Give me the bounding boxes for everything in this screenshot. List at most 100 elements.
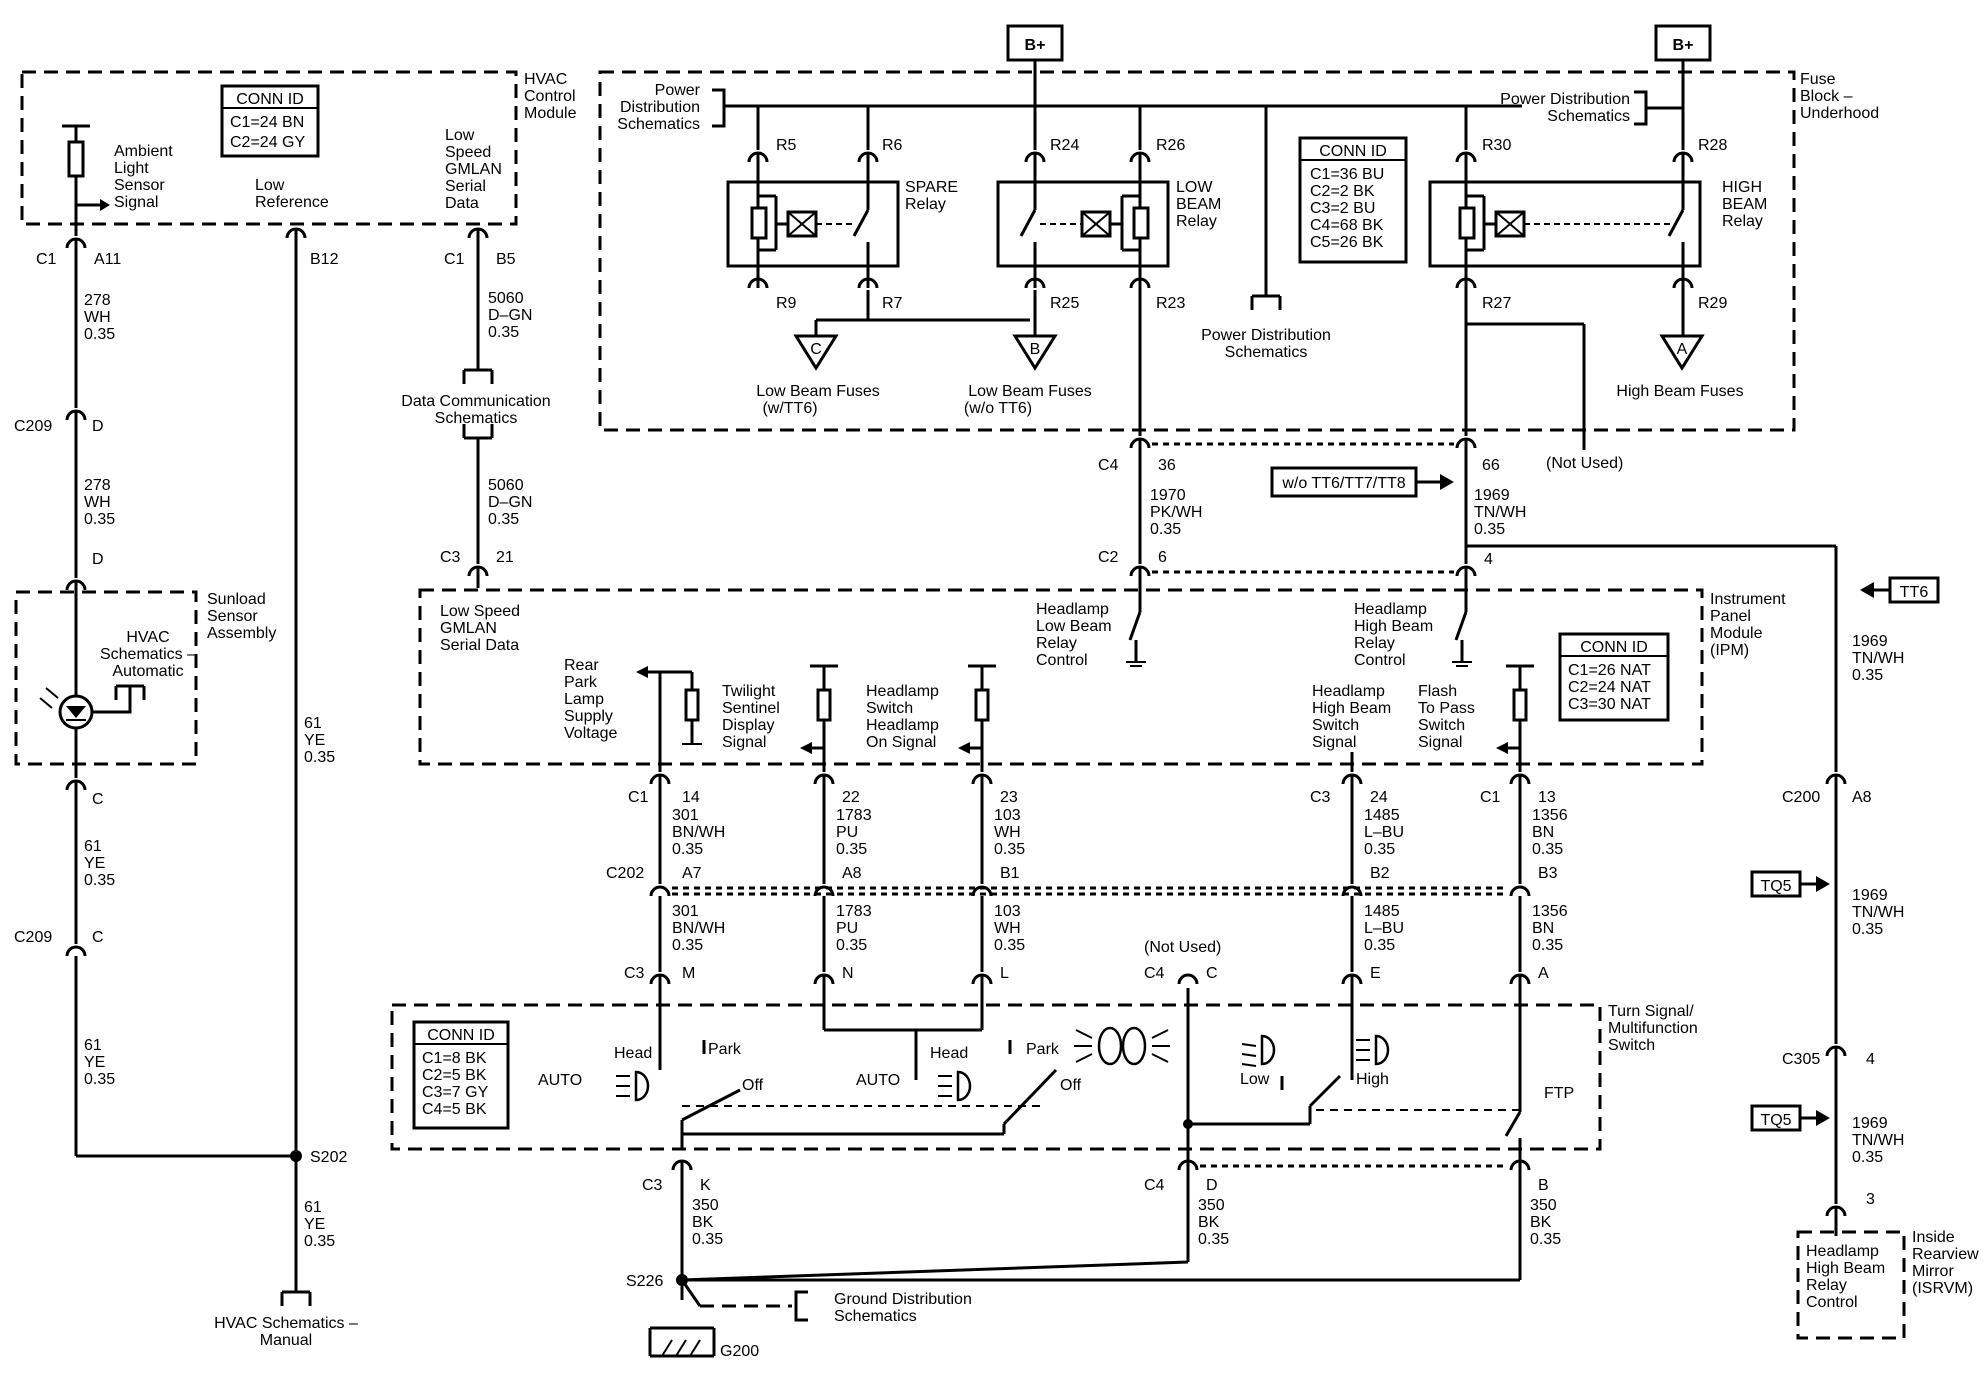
diagram-label: YE [84,855,105,872]
diagram-label: R27 [1482,295,1511,312]
diagram-label: L [1000,965,1009,982]
diagram-label: TQ5 [1760,878,1791,895]
diagram-label: Control [1036,652,1088,669]
diagram-label: C200 [1782,789,1820,806]
ipm-conn-id: CONN ID C1=26 NAT C2=24 NAT C3=30 NAT [1558,632,1670,722]
not-used-label-2: (Not Used) [1144,939,1221,956]
diagram-label: 0.35 [488,324,519,341]
diagram-label: R24 [1050,137,1079,154]
diagram-label: 1783 [836,903,872,920]
diagram-label: B [1538,1177,1549,1194]
diagram-label: 0.35 [836,937,867,954]
diagram-label: High [1356,1071,1389,1088]
diagram-label: BN [1532,824,1554,841]
diagram-label: C4 [1144,965,1165,982]
diagram-label: N [842,965,854,982]
diagram-label: Data [445,195,479,212]
diagram-label: C1=26 NAT [1568,662,1651,679]
diagram-label: HVAC [126,629,169,646]
diagram-label: S202 [310,1149,347,1166]
diagram-label: Power [655,82,701,99]
wire-5060-column [462,227,494,588]
diagram-label: 0.35 [84,511,115,528]
fuse-a-triangle: A [1659,334,1705,371]
diagram-label: C [92,791,104,808]
rear-park-label: Rear Park Lamp Supply Voltage [564,657,617,742]
diagram-label: BK [1530,1214,1552,1231]
diagram-label: 1970 [1150,487,1186,504]
ipm-twilight-circuit [800,664,838,772]
diagram-label: To Pass [1418,700,1475,717]
diagram-label: 1969 [1852,887,1888,904]
diagram-label: 0.35 [84,326,115,343]
diagram-label: C [1206,965,1218,982]
diagram-label: Relay [905,196,946,213]
fuse-c-triangle: C [793,334,839,371]
diagram-label: Low [255,177,285,194]
diagram-label: A [1538,965,1549,982]
diagram-label: GMLAN [440,620,497,637]
diagram-label: C [92,929,104,946]
diagram-label: High Beam [1312,700,1391,717]
hl-high-switch-label: Headlamp High Beam Switch Signal [1312,683,1391,751]
diagram-label: 1485 [1364,807,1400,824]
ipm-gmlan-label: Low Speed GMLAN Serial Data [440,603,520,654]
diagram-label: PU [836,824,858,841]
wire-5060-label-2: 5060 D–GN 0.35 [488,477,532,528]
diagram-label: A8 [842,865,862,882]
diagram-label: TN/WH [1852,1132,1904,1149]
diagram-label: Schematics [1225,344,1308,361]
diagram-label: Switch [1312,717,1359,734]
diagram-label: 0.35 [304,1233,335,1250]
data-comm-label: Data Communication Schematics [401,393,550,427]
high-beam-relay-label: HIGH BEAM Relay [1722,179,1767,230]
fuse-block-label: Fuse Block – Underhood [1800,71,1879,122]
diagram-label: C4=5 BK [422,1101,487,1118]
high-beam-fuses-label: High Beam Fuses [1616,383,1743,400]
diagram-label: YE [304,1216,325,1233]
low-reference-label: Low Reference [255,177,329,211]
diagram-label: C2=24 GY [230,134,305,151]
spare-relay-label: SPARE Relay [905,179,958,213]
wire-103-label-2: 103 WH 0.35 [994,903,1025,954]
diagram-label: 1969 [1852,1115,1888,1132]
diagram-label: Schematics [1547,108,1630,125]
diagram-label: R6 [882,137,903,154]
diagram-label: 4 [1866,1051,1875,1068]
wire-61-label-4: 61 YE 0.35 [304,1199,335,1250]
diagram-label: C202 [606,865,644,882]
wire-278-column [65,237,87,596]
diagram-label: BEAM [1722,196,1767,213]
diagram-label: A [1677,341,1688,358]
diagram-label: 0.35 [1532,841,1563,858]
diagram-label: Power Distribution [1500,91,1630,108]
sunload-sensor-box [14,590,198,766]
diagram-label: R26 [1156,137,1185,154]
diagram-label: 13 [1538,789,1556,806]
diagram-label: C4 [1098,457,1119,474]
wire-350-label-3: 350 BK 0.35 [1530,1197,1561,1248]
isrvm-label: Inside Rearview Mirror (ISRVM) [1912,1229,1979,1297]
diagram-label: Underhood [1800,105,1879,122]
diagram-label: PU [836,920,858,937]
diagram-label: (w/o TT6) [964,400,1032,417]
hvac-manual-label: HVAC Schematics – Manual [214,1315,358,1349]
diagram-label: 0.35 [1852,921,1883,938]
diagram-label: LOW [1176,179,1213,196]
diagram-label: Assembly [207,625,276,642]
diagram-label: 1969 [1852,633,1888,650]
switch-bank-1 [680,1028,1058,1148]
diagram-label: Switch [866,700,913,717]
diagram-label: 278 [84,477,111,494]
parking-lamp-icon [1074,1026,1170,1066]
diagram-label: BK [1198,1214,1220,1231]
diagram-label: S226 [626,1273,663,1290]
diagram-label: 0.35 [1364,841,1395,858]
fuse-block-feeders [756,106,1468,310]
wire-301-label-2: 301 BN/WH 0.35 [672,903,725,954]
diagram-label: YE [84,1054,105,1071]
diagram-label: Low Speed [440,603,520,620]
diagram-label: Schematics – [100,646,196,663]
diagram-label: (w/TT6) [762,400,817,417]
diagram-label: Signal [114,194,158,211]
